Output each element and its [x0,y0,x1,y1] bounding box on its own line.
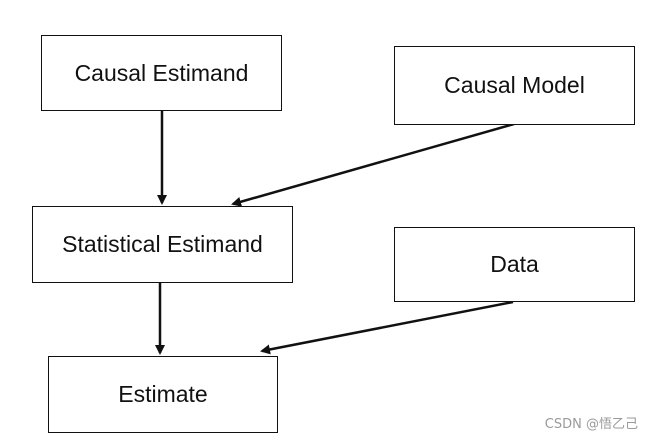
estimate-label: Estimate [118,381,208,407]
causal-estimand-box: Causal Estimand [41,35,282,111]
estimate-box: Estimate [48,356,278,433]
causal-model-box: Causal Model [394,46,635,125]
edge-data-to-estimate [260,300,514,355]
statistical-estimand-label: Statistical Estimand [62,231,263,257]
statistical-estimand-box: Statistical Estimand [32,206,293,283]
data-label: Data [490,251,539,277]
causal-model-label: Causal Model [444,72,585,98]
data-box: Data [394,227,635,302]
causal-estimand-label: Causal Estimand [74,59,249,86]
watermark: CSDN @悟乙己 [544,417,638,432]
edge-causal-model-to-statistical-estimand [231,122,515,207]
